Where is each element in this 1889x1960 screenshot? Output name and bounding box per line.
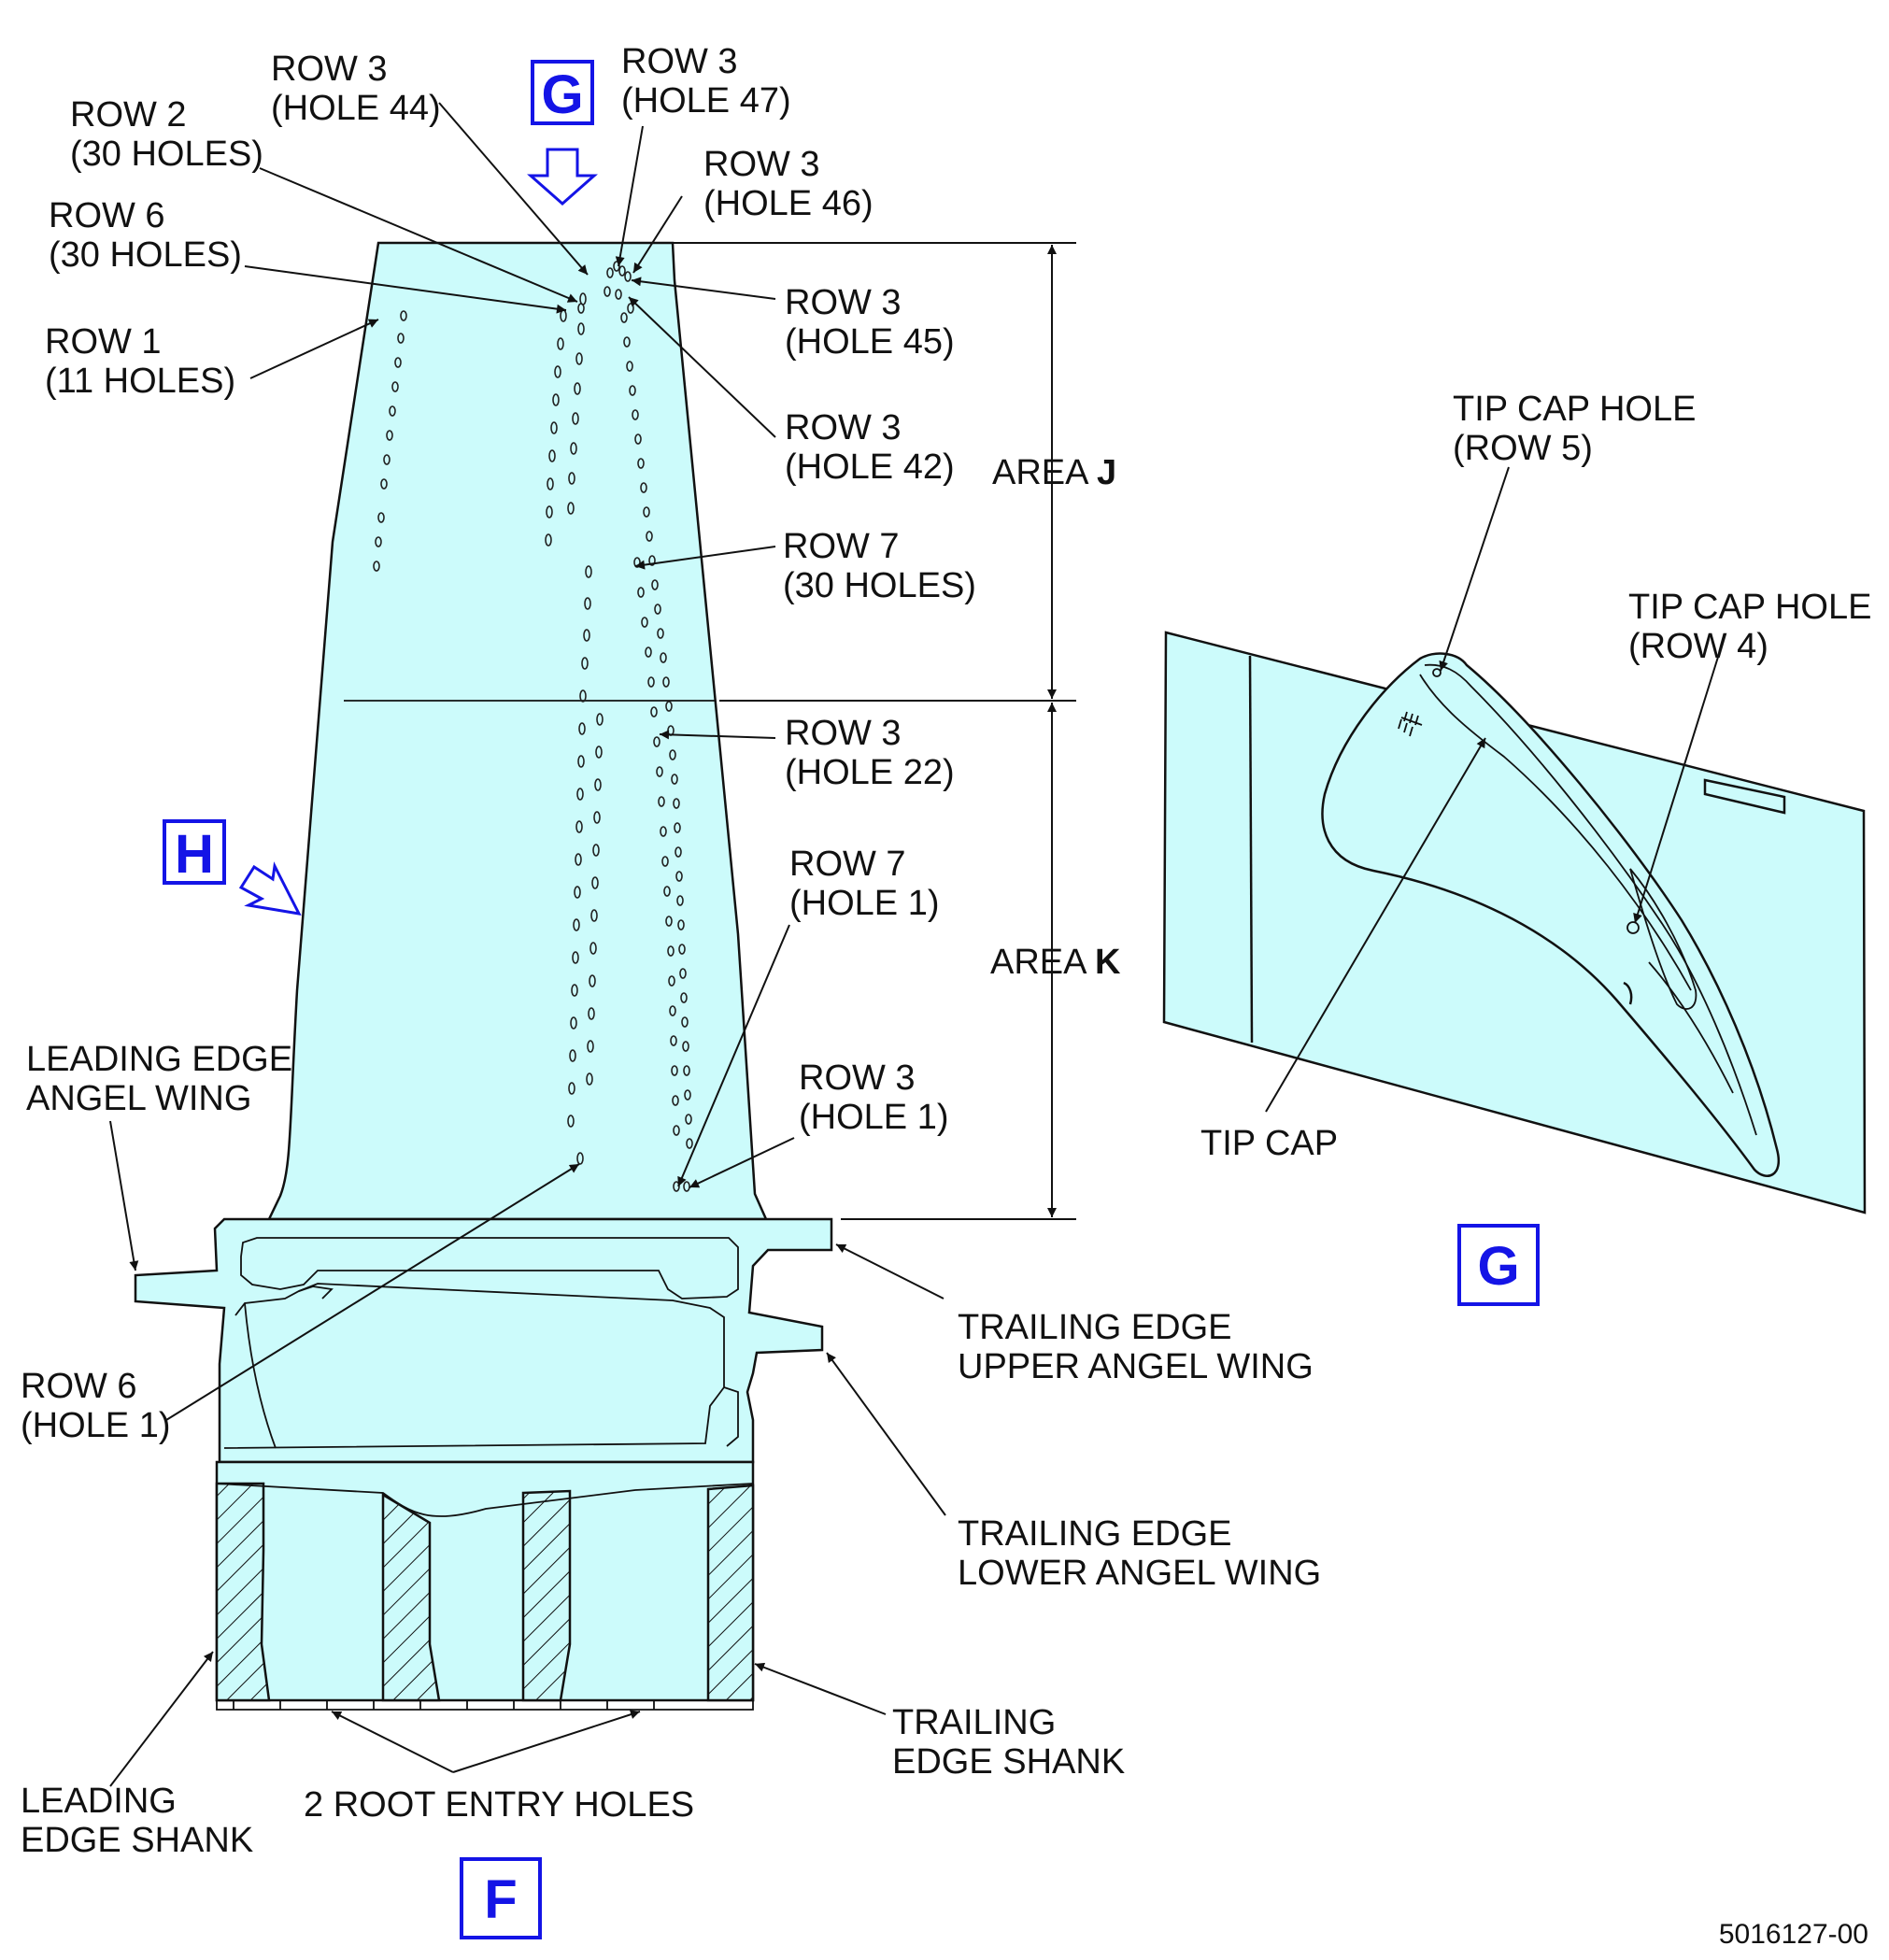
label-row7-30holes: ROW 7 (30 HOLES) — [783, 527, 976, 605]
view-arrow-h-letter: H — [175, 824, 214, 885]
view-arrow-h: H — [163, 819, 302, 916]
row6-holes — [545, 309, 589, 1165]
label-row3-hole22: ROW 3 (HOLE 22) — [785, 714, 955, 792]
tip-holes — [577, 261, 632, 314]
label-row3-hole47: ROW 3 (HOLE 47) — [621, 42, 791, 121]
row1-holes — [373, 310, 407, 572]
label-area-k: AREA K — [990, 943, 1121, 982]
label-le-shank: LEADING EDGE SHANK — [21, 1782, 253, 1860]
label-row6-hole1: ROW 6 (HOLE 1) — [21, 1367, 170, 1445]
label-te-lower-angel-wing: TRAILING EDGE LOWER ANGEL WING — [958, 1514, 1321, 1593]
blade-platform — [134, 1217, 833, 1464]
label-row3-hole46: ROW 3 (HOLE 46) — [703, 145, 873, 223]
labels: ROW 3 (HOLE 44) ROW 3 (HOLE 47) ROW 2 (3… — [21, 42, 1882, 1950]
view-arrow-g-letter: G — [541, 64, 583, 125]
label-te-upper-angel-wing: TRAILING EDGE UPPER ANGEL WING — [958, 1308, 1314, 1386]
detail-view-g: G — [1162, 466, 1867, 1306]
main-view-f-letter: F — [484, 1869, 517, 1930]
label-row6-30holes: ROW 6 (30 HOLES) — [49, 196, 242, 275]
label-root-entry-holes: 2 ROOT ENTRY HOLES — [304, 1785, 694, 1825]
arrow-down-icon — [527, 148, 598, 206]
blade-shank — [215, 1460, 755, 1711]
label-tip-cap: TIP CAP — [1200, 1124, 1338, 1163]
leader-lines — [109, 102, 946, 1787]
label-row2-30holes: ROW 2 (30 HOLES) — [70, 95, 263, 174]
label-row3-hole1: ROW 3 (HOLE 1) — [799, 1058, 948, 1137]
tip-cap-outline — [1321, 652, 1780, 1177]
cooling-holes — [373, 261, 693, 1192]
label-tip-cap-hole-row4: TIP CAP HOLE (ROW 4) — [1628, 588, 1882, 666]
figure-id: 5016127-00 — [1719, 1919, 1868, 1950]
label-le-angel-wing: LEADING EDGE ANGEL WING — [26, 1040, 303, 1118]
detail-view-g-letter: G — [1477, 1236, 1519, 1297]
main-view-f: F — [460, 1857, 542, 1939]
label-row7-hole1: ROW 7 (HOLE 1) — [789, 845, 939, 923]
label-row3-hole45: ROW 3 (HOLE 45) — [785, 283, 955, 362]
arrow-diagonal-icon — [238, 861, 302, 916]
label-tip-cap-hole-row5: TIP CAP HOLE (ROW 5) — [1453, 390, 1706, 468]
label-row1-11holes: ROW 1 (11 HOLES) — [45, 322, 235, 401]
label-te-shank: TRAILING EDGE SHANK — [892, 1703, 1125, 1782]
dimension-lines — [673, 242, 1076, 1220]
label-row3-hole44: ROW 3 (HOLE 44) — [271, 50, 441, 128]
label-row3-hole42: ROW 3 (HOLE 42) — [785, 408, 955, 487]
row3-holes — [615, 289, 693, 1192]
blade-airfoil — [267, 241, 768, 1221]
row2-holes — [567, 292, 604, 1086]
view-arrow-g: G — [527, 60, 598, 206]
label-area-j: AREA J — [992, 453, 1116, 492]
